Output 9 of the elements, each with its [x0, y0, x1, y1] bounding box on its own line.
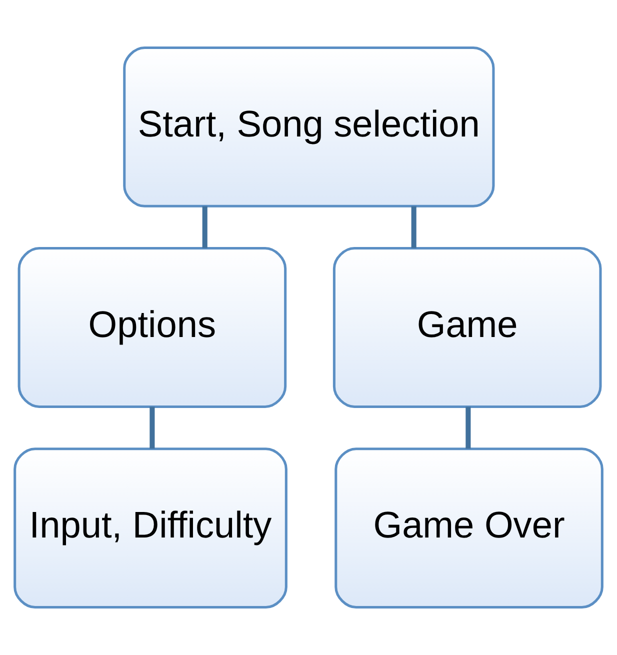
connector: [202, 206, 208, 248]
connector: [411, 206, 416, 248]
connector: [466, 406, 471, 449]
node-box: Game Over: [334, 448, 604, 609]
node-box: Game: [332, 247, 602, 408]
connector: [150, 406, 155, 449]
node-box: Start, Song selection: [123, 46, 495, 208]
node-box: Input, Difficulty: [14, 448, 288, 609]
node-box: Options: [18, 247, 287, 408]
